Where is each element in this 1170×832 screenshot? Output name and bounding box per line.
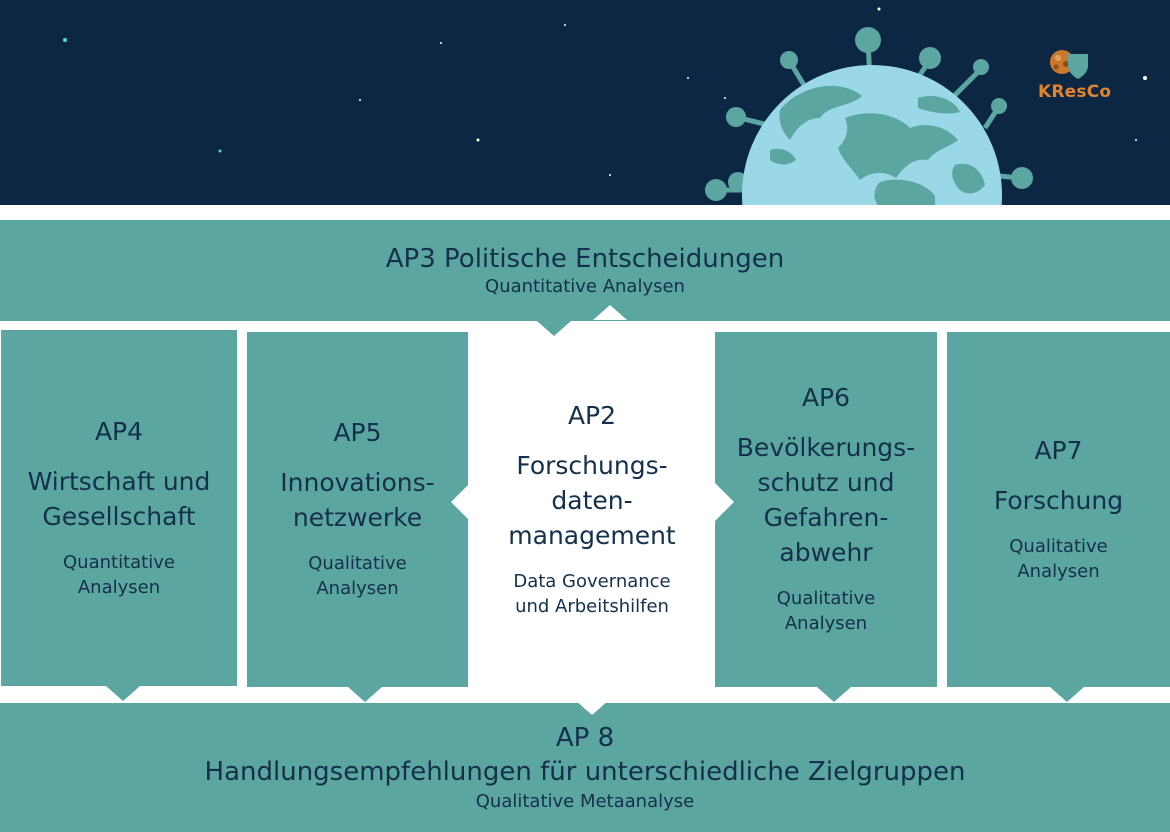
ap3-box: AP3 Politische Entscheidungen Quantitati… xyxy=(0,220,1170,321)
ap5-to-ap8-arrow xyxy=(348,687,382,702)
ap5-subtitle: Qualitative Analysen xyxy=(308,553,407,599)
ap2-title: Forschungs-daten-management xyxy=(508,450,676,550)
ap6-to-ap8-arrow xyxy=(817,687,851,702)
ap7-box: AP7 Forschung Qualitative Analysen xyxy=(947,332,1170,687)
ap6-box: AP6 Bevölkerungs-schutz und Gefahren-abw… xyxy=(715,332,937,687)
ap8-code: AP 8 xyxy=(555,722,615,753)
ap5-title: Innovations-netzwerke xyxy=(280,468,435,532)
ap4-code: AP4 xyxy=(94,416,144,446)
ap2-subtitle: Data Governance und Arbeitshilfen xyxy=(513,570,671,617)
ap2-to-ap3-arrow xyxy=(593,305,627,320)
ap6-title: Bevölkerungs-schutz und Gefahren-abwehr xyxy=(736,433,916,567)
ap6-code: AP6 xyxy=(801,383,851,412)
ap4-title: Wirtschaft und Gesellschaft xyxy=(27,466,211,531)
ap2-code: AP2 xyxy=(567,400,617,430)
header-banner: KResCo xyxy=(0,0,1170,205)
ap2-to-ap5-arrow xyxy=(451,482,471,522)
ap4-to-ap8-arrow xyxy=(106,686,140,701)
ap6-subtitle: Qualitative Analysen xyxy=(776,588,876,634)
ap7-title: Forschung xyxy=(993,485,1124,515)
ap3-subtitle: Quantitative Analysen xyxy=(485,275,685,297)
logo-globe-icon xyxy=(1050,50,1088,79)
ap5-box: AP5 Innovations-netzwerke Qualitative An… xyxy=(247,332,468,687)
ap4-subtitle: Quantitative Analysen xyxy=(63,551,175,598)
ap2-to-ap8-arrow xyxy=(575,700,609,715)
ap3-title: AP3 Politische Entscheidungen xyxy=(385,243,785,274)
ap7-subtitle: Qualitative Analysen xyxy=(1009,535,1108,582)
ap4-box: AP4 Wirtschaft und Gesellschaft Quantita… xyxy=(1,330,237,686)
ap8-title: Handlungsempfehlungen für unterschiedlic… xyxy=(204,756,966,787)
kresco-logo: KResCo xyxy=(1038,48,1118,104)
ap3-to-ap2-arrow xyxy=(537,321,571,336)
logo-text: KResCo xyxy=(1038,82,1112,102)
ap5-code: AP5 xyxy=(333,418,382,447)
ap2-box: AP2 Forschungs-daten-management Data Gov… xyxy=(470,332,714,687)
ap2-to-ap6-arrow xyxy=(714,482,734,522)
ap8-subtitle: Qualitative Metaanalyse xyxy=(475,790,695,812)
ap8-box: AP 8 Handlungsempfehlungen für unterschi… xyxy=(0,703,1170,832)
globe-virus-illustration xyxy=(63,7,1147,205)
ap7-to-ap8-arrow xyxy=(1050,687,1084,702)
ap7-code: AP7 xyxy=(1034,435,1083,465)
